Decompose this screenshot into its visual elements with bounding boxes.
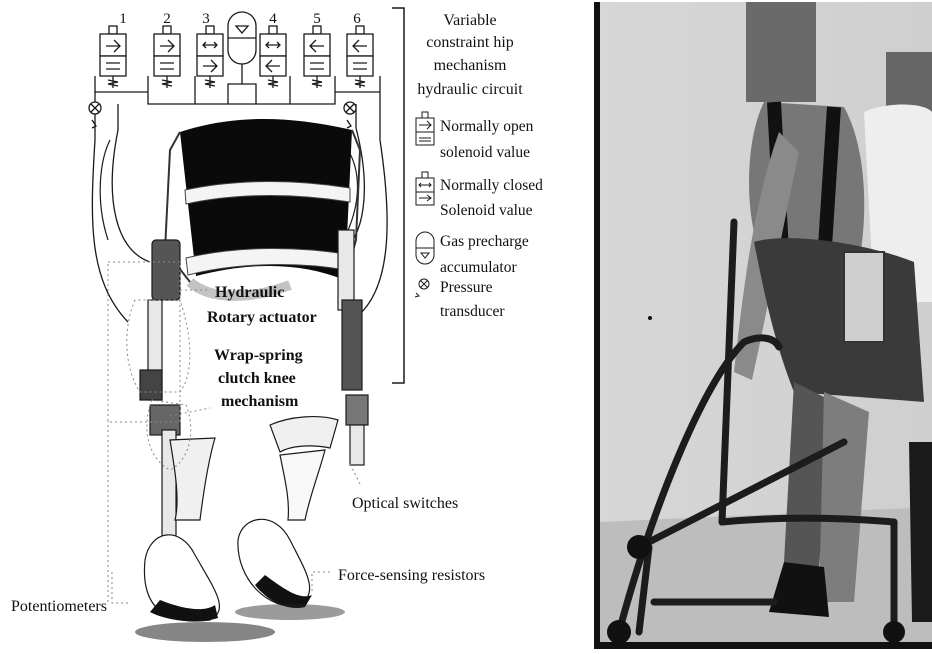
right-foot bbox=[238, 519, 312, 608]
legend-label: Solenoid value bbox=[440, 201, 533, 220]
circuit-bracket bbox=[392, 8, 404, 383]
hydraulic-actuator-label: Rotary actuator bbox=[207, 308, 317, 328]
optical-switches-label: Optical switches bbox=[352, 494, 458, 514]
valve-5 bbox=[304, 26, 330, 88]
valve-3 bbox=[197, 26, 223, 88]
valve-2 bbox=[154, 26, 180, 88]
left-foot bbox=[144, 535, 219, 621]
clutch-label: clutch knee bbox=[218, 369, 296, 389]
exoskeleton-photo bbox=[594, 2, 932, 649]
pressure-transducer-right bbox=[344, 102, 356, 128]
hydraulic-actuator-label: Hydraulic bbox=[215, 283, 284, 303]
clutch-label: mechanism bbox=[221, 392, 298, 412]
photo-drawing bbox=[594, 2, 932, 649]
valve-number: 5 bbox=[313, 11, 321, 27]
exoskeleton-diagram: 1 2 3 4 5 6 Variable constraint hip mech… bbox=[0, 0, 590, 649]
valve-number: 3 bbox=[202, 11, 210, 27]
legend-label: solenoid value bbox=[440, 143, 530, 162]
pelvis-belt bbox=[165, 119, 360, 282]
accumulator-icon bbox=[416, 232, 434, 264]
circuit-title-line: constraint hip bbox=[426, 33, 514, 53]
circuit-title-line: mechanism bbox=[434, 56, 507, 76]
legend-label: transducer bbox=[440, 302, 505, 321]
normally-open-valve-icon bbox=[416, 112, 434, 145]
legend-label: accumulator bbox=[440, 258, 517, 277]
pressure-transducer-icon bbox=[415, 279, 429, 297]
left-leg-frame bbox=[140, 240, 215, 540]
normally-closed-valve-icon bbox=[416, 172, 434, 205]
chair bbox=[909, 442, 932, 622]
right-shadow bbox=[235, 604, 345, 620]
valve-4 bbox=[260, 26, 286, 88]
valve-number: 1 bbox=[119, 11, 127, 27]
legend-label: Gas precharge bbox=[440, 232, 529, 251]
valve-6 bbox=[347, 26, 373, 88]
valve-number: 4 bbox=[269, 11, 277, 27]
circuit-title-line: Variable bbox=[443, 11, 496, 31]
left-shadow bbox=[135, 622, 275, 642]
legend-label: Normally closed bbox=[440, 176, 543, 195]
accumulator-shape bbox=[228, 12, 256, 84]
potentiometers-label: Potentiometers bbox=[11, 597, 107, 617]
valve-number: 2 bbox=[163, 11, 171, 27]
force-sensors-label: Force-sensing resistors bbox=[338, 566, 485, 586]
valve-number: 6 bbox=[353, 11, 361, 27]
legend-label: Normally open bbox=[440, 117, 533, 136]
legend-label: Pressure bbox=[440, 278, 493, 297]
head-blur bbox=[746, 2, 816, 102]
valve-1 bbox=[100, 26, 126, 88]
circuit-title-line: hydraulic circuit bbox=[417, 80, 522, 100]
clutch-label: Wrap-spring bbox=[214, 346, 303, 366]
